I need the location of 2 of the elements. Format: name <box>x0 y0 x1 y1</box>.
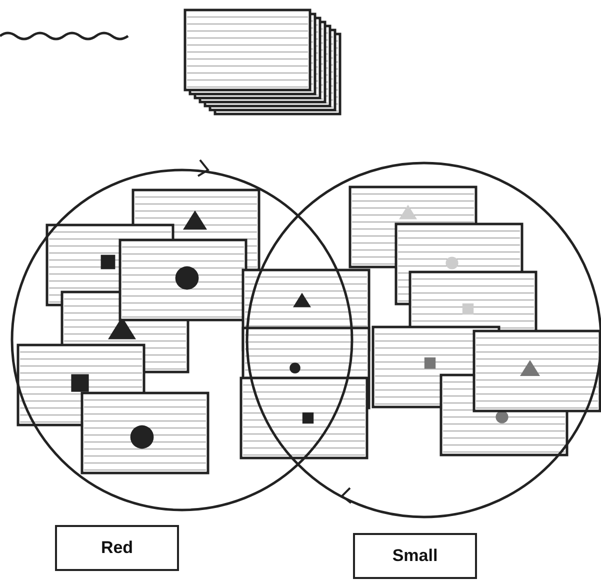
label-box: Small <box>353 533 477 579</box>
label-box: Red <box>55 525 179 571</box>
